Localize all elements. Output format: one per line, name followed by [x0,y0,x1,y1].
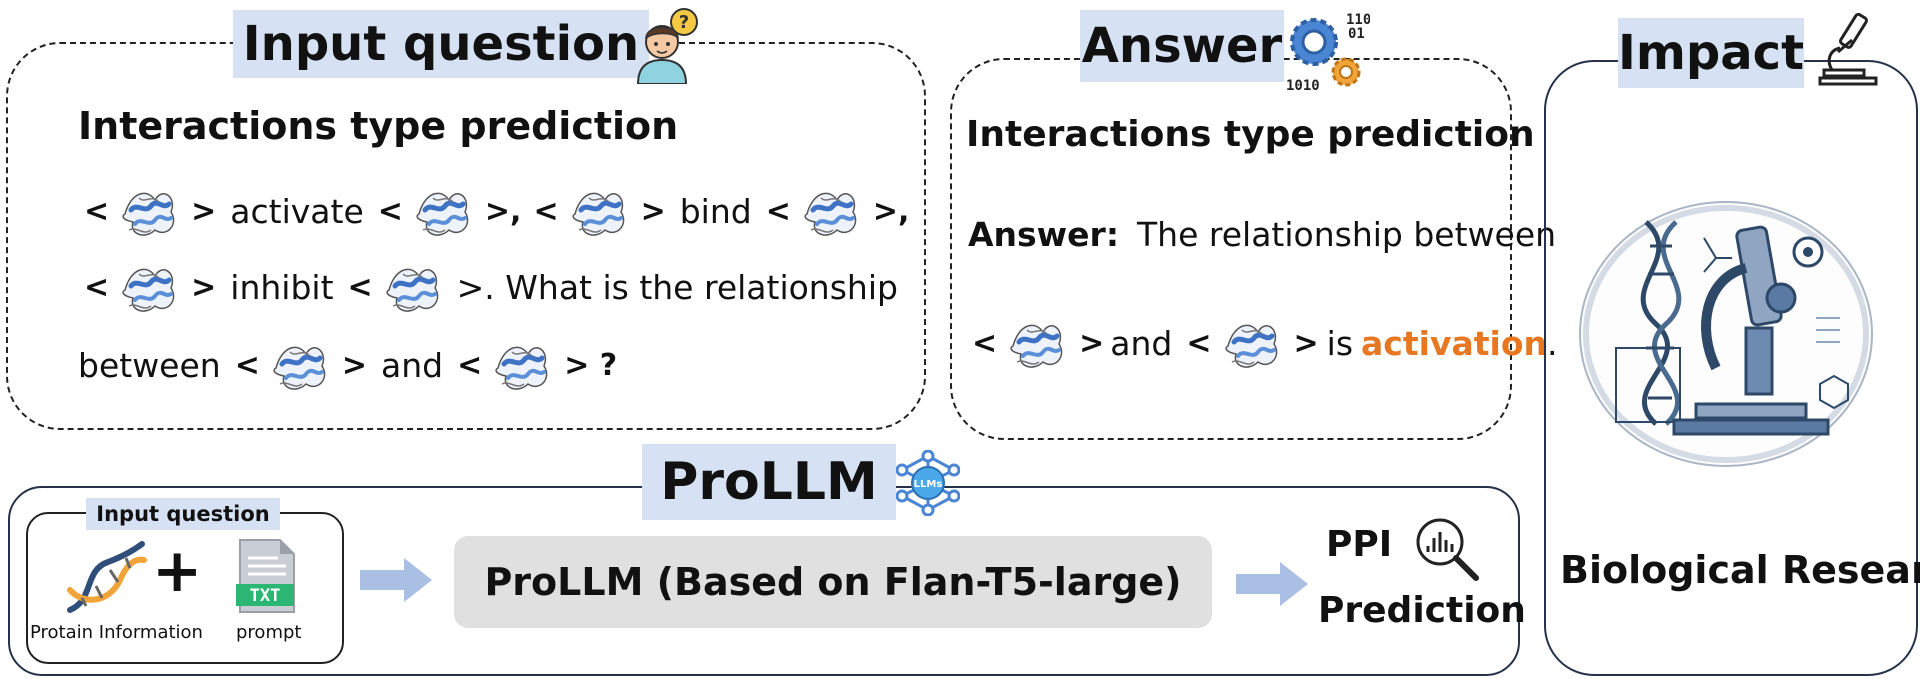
answer-line-2: < > and < > is activation . [966,310,1557,376]
answer-heading: Interactions type prediction [966,114,1535,155]
input-question-line-2: < > inhibit < >. What is the relationshi… [78,254,906,320]
word-is: is [1326,323,1354,363]
svg-text:?: ? [679,12,689,33]
word-and: and [1110,323,1173,363]
answer-label: Answer: [968,214,1120,254]
microscope-icon [1818,10,1882,86]
protein-info-label: Protain Information [30,622,203,643]
gears-binary-icon: 110 01 1010 [1284,6,1371,94]
impact-title: Impact [1618,18,1804,88]
svg-text:110: 110 [1346,12,1370,28]
word-between: between [78,345,221,385]
person-question-icon: ? [632,6,704,85]
protein-structure-icon [117,256,183,318]
magnifier-chart-icon [1414,516,1480,582]
arrow-to-output [1236,562,1308,606]
answer-title: Answer [1080,10,1284,82]
plus-sign: + [152,536,203,606]
arrow-to-model [360,558,432,602]
prompt-label: prompt [236,622,302,643]
protein-structure-icon [799,180,865,242]
question-text: >. What is the relationship [456,267,898,307]
verb-inhibit: inhibit [230,267,334,307]
input-heading: Interactions type prediction [78,104,679,148]
txt-file-icon: TXT [236,536,298,616]
protein-structure-icon [411,180,477,242]
svg-text:01: 01 [1348,26,1365,42]
verb-activate: activate [230,191,364,231]
prollm-title: ProLLM [642,444,896,520]
dna-icon [64,540,148,616]
answer-period: . [1546,323,1558,363]
biological-research-illustration [1576,198,1880,472]
protein-structure-icon [567,180,633,242]
input-question-title: Input question [233,10,649,78]
prediction-label: Prediction [1318,590,1526,631]
answer-highlight: activation [1361,323,1547,363]
answer-line-1: Answer: The relationship between [968,210,1556,258]
protein-structure-icon [381,256,447,318]
prollm-model-box: ProLLM (Based on Flan-T5-large) [454,536,1212,628]
llm-network-icon: LLMs [895,449,961,517]
impact-caption: Biological Research [1560,548,1920,592]
protein-structure-icon [268,334,334,396]
protein-structure-icon [490,334,556,396]
input-question-box-title: Input question [86,498,280,530]
protein-structure-icon [117,180,183,242]
svg-text:1010: 1010 [1286,78,1320,94]
answer-text: The relationship between [1137,214,1557,254]
verb-bind: bind [679,191,752,231]
ppi-label: PPI [1326,524,1393,565]
svg-text:TXT: TXT [250,586,281,606]
input-question-line-1: < > activate < >, < > bind < >, [78,178,915,244]
input-question-line-3: between < > and < > ? [78,332,623,398]
svg-text:LLMs: LLMs [914,479,943,490]
protein-structure-icon [1005,312,1071,374]
protein-structure-icon [1220,312,1286,374]
word-and: and [380,345,444,385]
